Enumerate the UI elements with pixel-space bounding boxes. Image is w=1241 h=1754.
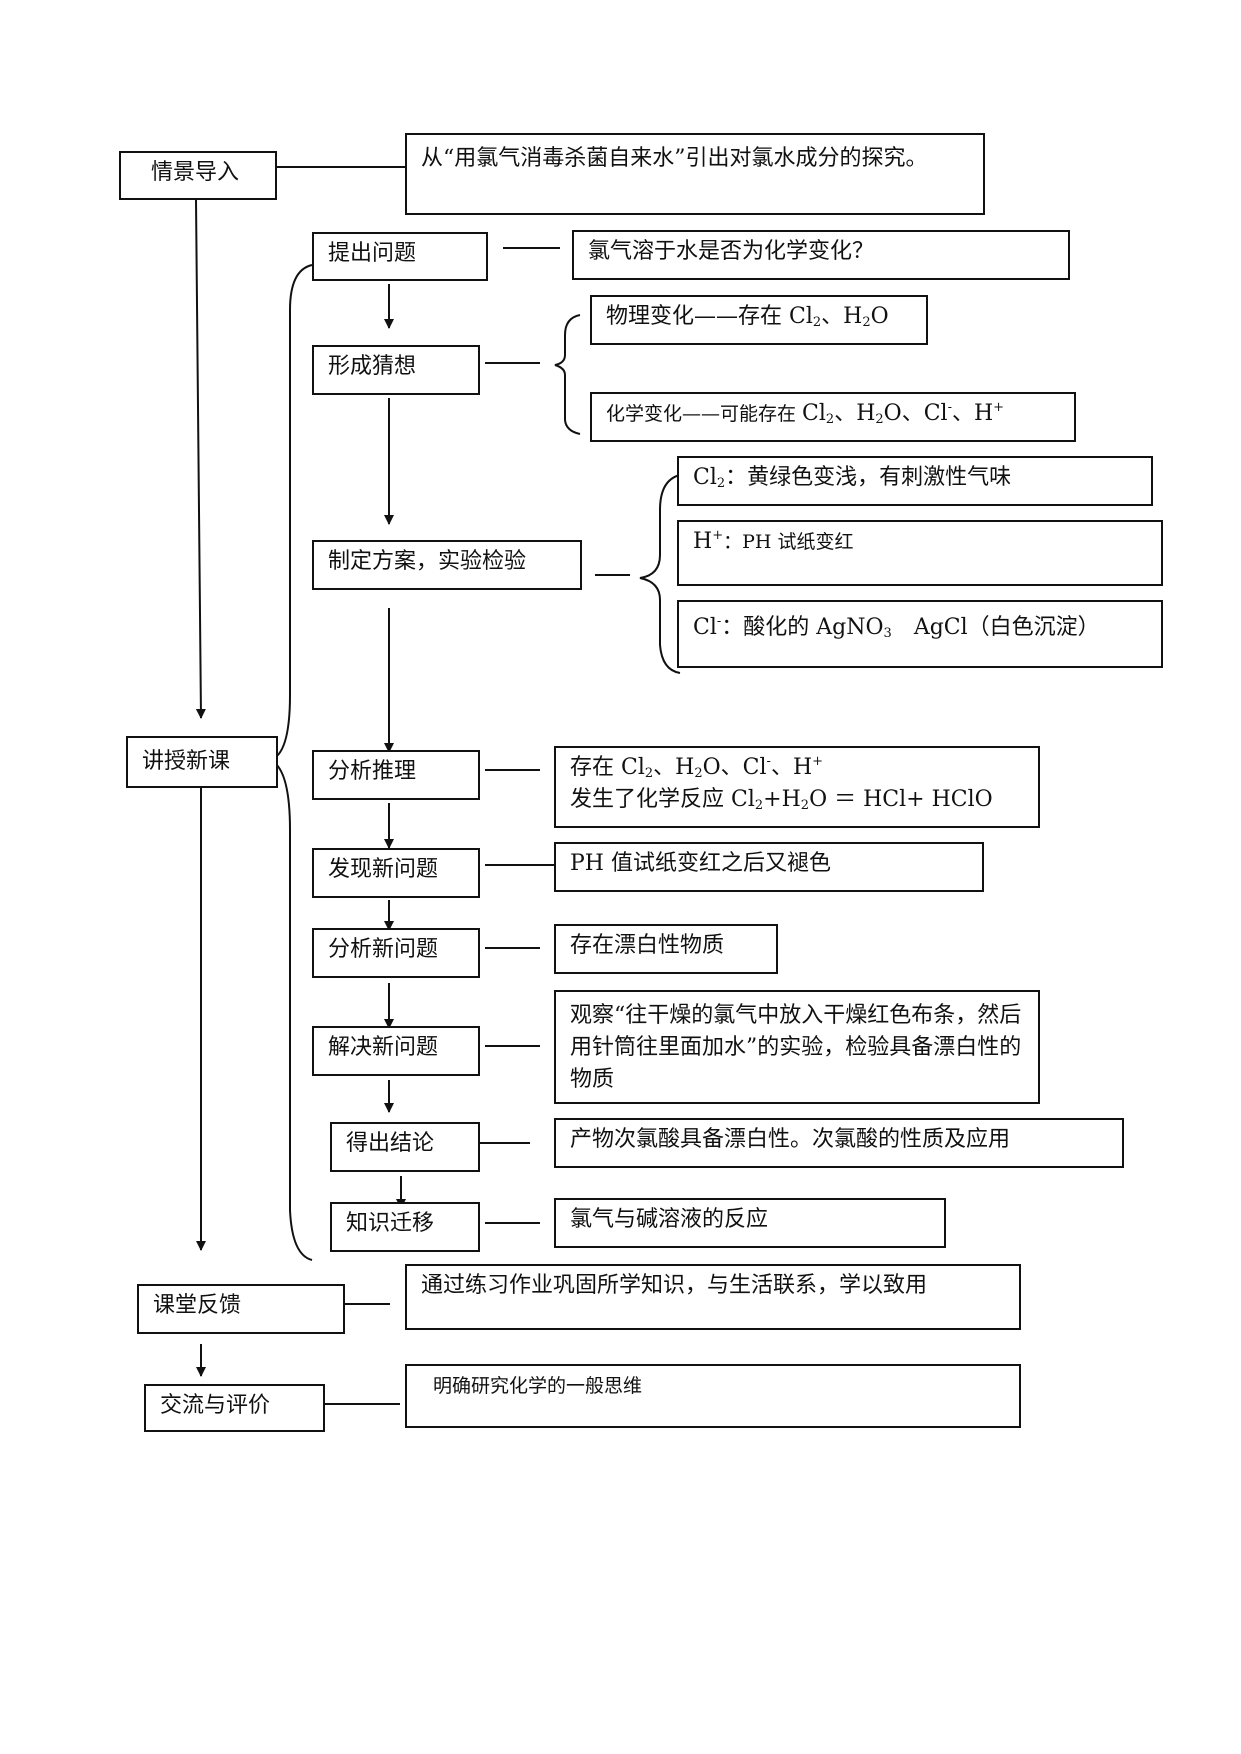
cl-test-note: Cl-：酸化的 AgNO3 AgCl（白色沉淀） <box>677 600 1163 668</box>
stage-intro: 情景导入 <box>119 151 277 200</box>
feedback-note: 通过练习作业巩固所学知识，与生活联系，学以致用 <box>405 1264 1021 1330</box>
transfer-note: 氯气与碱溶液的反应 <box>554 1198 946 1248</box>
chemical-change-note: 化学变化——可能存在 Cl2、H2O、Cl-、H+ <box>590 392 1076 442</box>
cl2-test-note: Cl2：黄绿色变浅，有刺激性气味 <box>677 456 1153 506</box>
step-plan: 制定方案，实验检验 <box>312 540 582 590</box>
step-solve-problem: 解决新问题 <box>312 1026 480 1076</box>
step-find-problem: 发现新问题 <box>312 848 480 898</box>
ask-note: 氯气溶于水是否为化学变化？ <box>572 230 1070 280</box>
exchange-note: 明确研究化学的一般思维 <box>405 1364 1021 1428</box>
arrow-intro-to-lecture <box>195 199 206 719</box>
step-ask: 提出问题 <box>312 232 488 281</box>
stage-feedback: 课堂反馈 <box>137 1284 345 1334</box>
step-analyze-problem: 分析新问题 <box>312 928 480 978</box>
stage-lecture: 讲授新课 <box>126 736 278 788</box>
physical-change-note: 物理变化——存在 Cl2、H2O <box>590 295 928 345</box>
plan-brace <box>639 474 681 674</box>
find-problem-note: PH 值试纸变红之后又褪色 <box>554 842 984 892</box>
hypothesis-brace <box>554 314 581 435</box>
step-transfer: 知识迁移 <box>330 1202 480 1252</box>
analyze-problem-note: 存在漂白性物质 <box>554 924 778 974</box>
conclusion-note: 产物次氯酸具备漂白性。次氯酸的性质及应用 <box>554 1118 1124 1168</box>
step-analysis: 分析推理 <box>312 750 480 800</box>
step-conclusion: 得出结论 <box>330 1122 480 1172</box>
intro-note: 从“用氯气消毒杀菌自来水”引出对氯水成分的探究。 <box>405 133 985 215</box>
analysis-note: 存在 Cl2、H2O、Cl-、H+ 发生了化学反应 Cl2+H2O ＝ HCl+… <box>554 746 1040 828</box>
solve-problem-note: 观察“往干燥的氯气中放入干燥红色布条，然后用针筒往里面加水”的实验，检验具备漂白… <box>554 990 1040 1104</box>
h-test-note: H+：PH 试纸变红 <box>677 520 1163 586</box>
step-hypothesis: 形成猜想 <box>312 345 480 395</box>
stage-exchange: 交流与评价 <box>144 1384 325 1432</box>
